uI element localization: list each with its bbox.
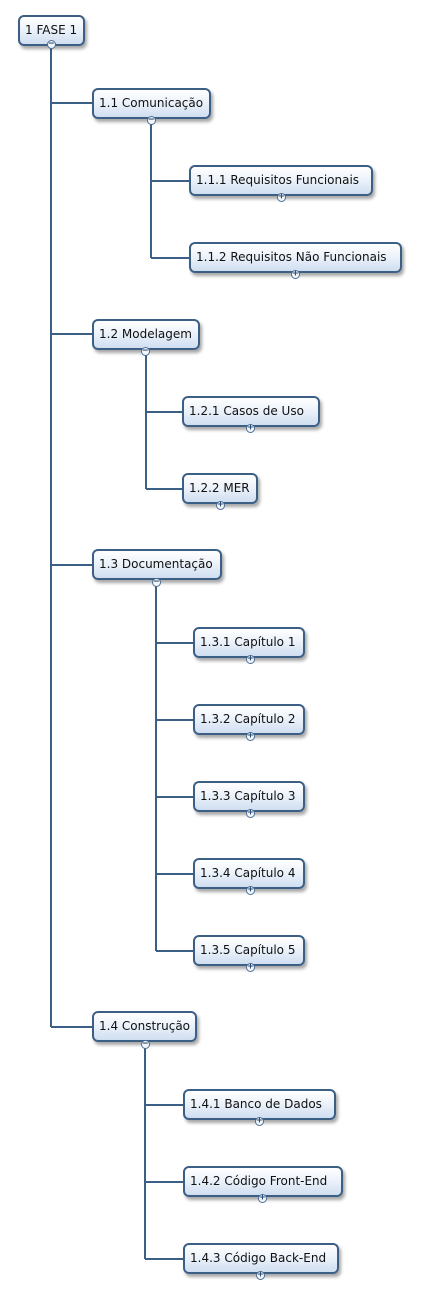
node-label: 1.3.5 Capítulo 5: [200, 943, 296, 957]
node-label: 1.2.1 Casos de Uso: [189, 404, 304, 418]
node-label: 1 FASE 1: [25, 23, 78, 37]
wbs-node-1-1-2-requisitos-nao-funcionais[interactable]: 1.1.2 Requisitos Não Funcionais: [189, 242, 402, 273]
node-label: 1.3 Documentação: [99, 557, 213, 571]
node-label: 1.1.1 Requisitos Funcionais: [196, 173, 360, 187]
node-label: 1.3.2 Capítulo 2: [200, 712, 296, 726]
expand-icon[interactable]: +: [246, 731, 255, 741]
wbs-node-1-3-2-capitulo-2[interactable]: 1.3.2 Capítulo 2: [193, 704, 305, 735]
expand-icon[interactable]: +: [246, 808, 255, 818]
collapse-icon[interactable]: −: [141, 1039, 150, 1049]
expand-icon[interactable]: +: [246, 962, 255, 972]
expand-icon[interactable]: +: [246, 885, 255, 895]
expand-icon[interactable]: +: [258, 1193, 267, 1203]
expand-icon[interactable]: +: [277, 192, 286, 202]
expand-icon[interactable]: +: [255, 1116, 264, 1126]
node-label: 1.2.2 MER: [189, 481, 250, 495]
expand-icon[interactable]: +: [256, 1270, 265, 1280]
wbs-node-1-2-modelagem[interactable]: 1.2 Modelagem: [92, 319, 200, 350]
wbs-node-1-2-1-casos-de-uso[interactable]: 1.2.1 Casos de Uso: [182, 396, 320, 427]
node-label: 1.1 Comunicação: [99, 96, 204, 110]
node-label: 1.3.4 Capítulo 4: [200, 866, 296, 880]
collapse-icon[interactable]: −: [152, 577, 161, 587]
expand-icon[interactable]: +: [246, 423, 255, 433]
node-label: 1.4.2 Código Front-End: [190, 1174, 328, 1188]
wbs-node-1-2-2-mer[interactable]: 1.2.2 MER: [182, 473, 258, 504]
collapse-icon[interactable]: −: [47, 39, 56, 49]
expand-icon[interactable]: +: [291, 269, 300, 279]
node-label: 1.3.1 Capítulo 1: [200, 635, 296, 649]
collapse-icon[interactable]: −: [141, 346, 150, 356]
expand-icon[interactable]: +: [216, 500, 225, 510]
node-label: 1.4 Construção: [99, 1019, 191, 1033]
node-label: 1.3.3 Capítulo 3: [200, 789, 296, 803]
node-label: 1.4.1 Banco de Dados: [190, 1097, 322, 1111]
wbs-node-1-4-1-banco-de-dados[interactable]: 1.4.1 Banco de Dados: [183, 1089, 336, 1120]
expand-icon[interactable]: +: [246, 654, 255, 664]
node-label: 1.4.3 Código Back-End: [190, 1251, 327, 1265]
wbs-node-1-3-4-capitulo-4[interactable]: 1.3.4 Capítulo 4: [193, 858, 305, 889]
wbs-node-1-3-documentacao[interactable]: 1.3 Documentação: [92, 549, 222, 580]
node-label: 1.2 Modelagem: [99, 327, 192, 341]
wbs-node-1-1-comunicacao[interactable]: 1.1 Comunicação: [92, 88, 211, 119]
wbs-node-1-3-1-capitulo-1[interactable]: 1.3.1 Capítulo 1: [193, 627, 305, 658]
wbs-node-1-3-3-capitulo-3[interactable]: 1.3.3 Capítulo 3: [193, 781, 305, 812]
node-label: 1.1.2 Requisitos Não Funcionais: [196, 250, 387, 264]
collapse-icon[interactable]: −: [147, 115, 156, 125]
wbs-node-1-4-construcao[interactable]: 1.4 Construção: [92, 1011, 197, 1042]
